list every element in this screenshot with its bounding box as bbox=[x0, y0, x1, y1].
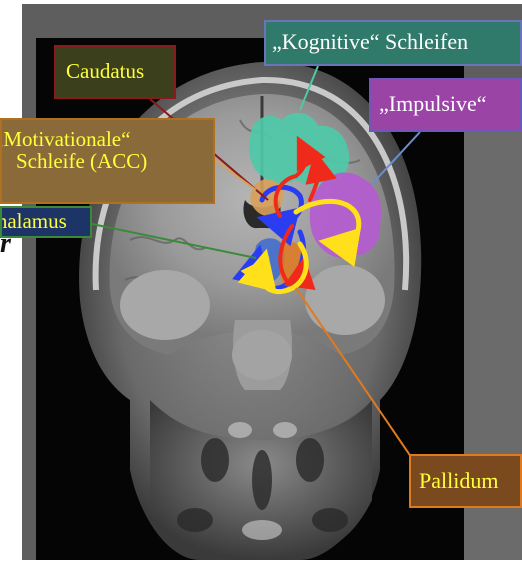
label-thalamus: Thalamus bbox=[0, 206, 92, 238]
side-mark-glyph: r bbox=[0, 228, 11, 260]
pons bbox=[232, 330, 292, 380]
temporal-lobe-right bbox=[305, 265, 385, 335]
label-caudatus: Caudatus bbox=[54, 45, 176, 99]
label-thalamus-text: Thalamus bbox=[0, 210, 90, 232]
label-motivationale-schleife: „Motivationale“ Schleife (ACC) bbox=[0, 118, 215, 204]
label-impulsive: „Impulsive“ bbox=[369, 78, 522, 132]
label-motivationale-line1: „Motivationale“ bbox=[0, 128, 213, 150]
temporal-lobe-left bbox=[120, 270, 210, 340]
label-motivationale-line2: Schleife (ACC) bbox=[16, 150, 213, 172]
label-pallidum: Pallidum bbox=[409, 454, 522, 508]
label-kognitive-schleifen: „Kognitive“ Schleifen bbox=[264, 20, 522, 66]
